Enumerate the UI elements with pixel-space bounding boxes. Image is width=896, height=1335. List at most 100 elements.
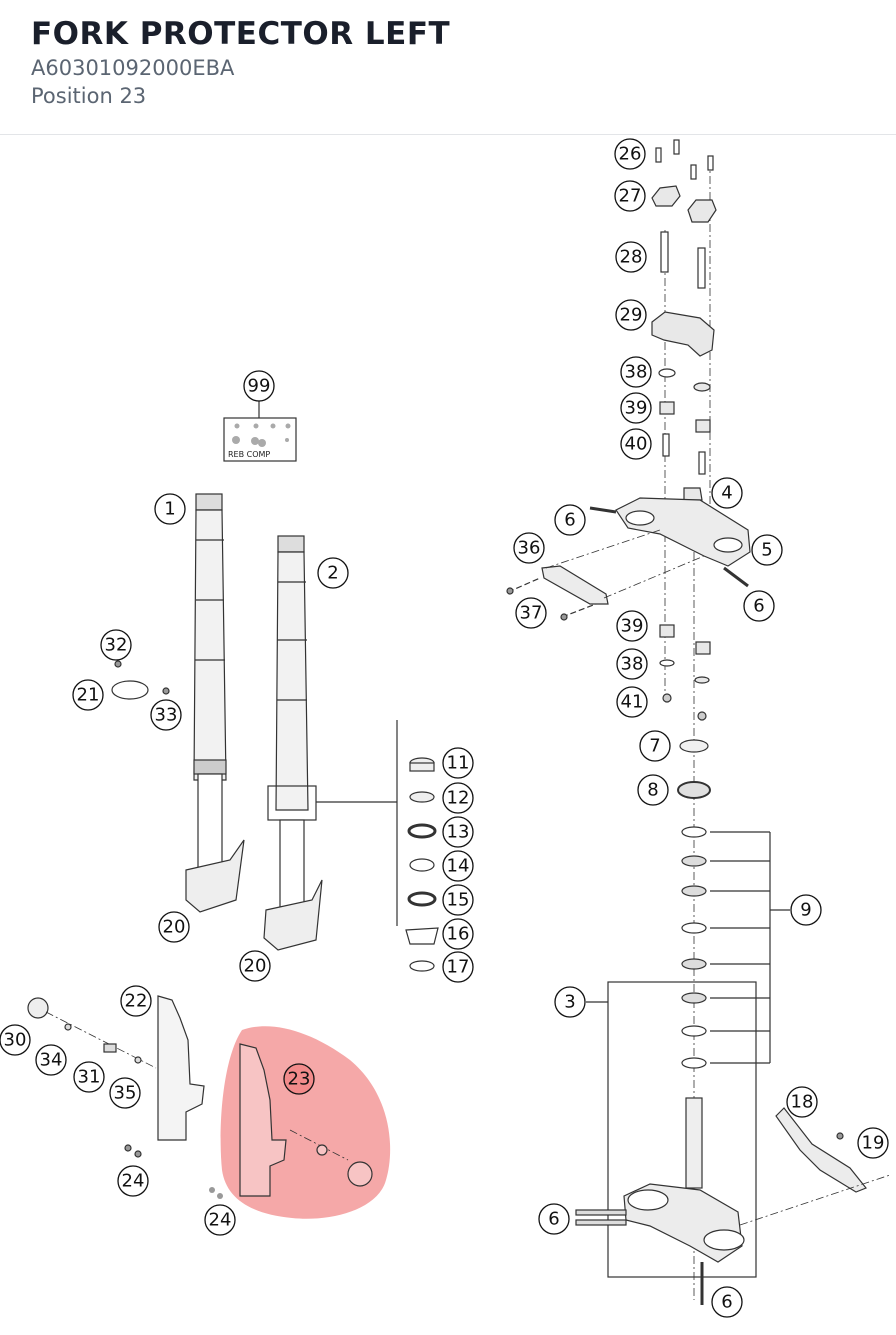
callout-circle: [554, 504, 586, 536]
callout-29[interactable]: 29: [615, 299, 647, 331]
callout-17[interactable]: 17: [442, 951, 474, 983]
callout-30[interactable]: 30: [0, 1024, 31, 1056]
callout-99[interactable]: 99: [243, 370, 275, 402]
callout-6[interactable]: 6: [538, 1203, 570, 1235]
callout-35[interactable]: 35: [109, 1077, 141, 1109]
callout-26[interactable]: 26: [614, 138, 646, 170]
seal-stack: [405, 757, 439, 972]
callout-circle: [317, 557, 349, 589]
callout-36[interactable]: 36: [513, 532, 545, 564]
callout-circle: [620, 428, 652, 460]
callout-16[interactable]: 16: [442, 918, 474, 950]
header: FORK PROTECTOR LEFT A60301092000EBA Posi…: [0, 0, 896, 135]
callout-circle: [442, 782, 474, 814]
callout-21[interactable]: 21: [72, 679, 104, 711]
callout-12[interactable]: 12: [442, 782, 474, 814]
fork-protector-23: [239, 1043, 373, 1197]
callout-40[interactable]: 40: [620, 428, 652, 460]
spacer-stack-9: [681, 826, 707, 1069]
callout-4[interactable]: 4: [711, 477, 743, 509]
part-number: A60301092000EBA: [31, 56, 235, 80]
callout-circle: [616, 648, 648, 680]
callout-6[interactable]: 6: [711, 1286, 743, 1318]
callout-circle: [639, 730, 671, 762]
callout-27[interactable]: 27: [614, 180, 646, 212]
callout-33[interactable]: 33: [150, 699, 182, 731]
callout-41[interactable]: 41: [616, 686, 648, 718]
callout-circle: [35, 1044, 67, 1076]
callout-circle: [786, 1086, 818, 1118]
callout-label: 1: [164, 499, 175, 520]
callout-circle: [554, 986, 586, 1018]
callout-circle: [0, 1024, 31, 1056]
callout-34[interactable]: 34: [35, 1044, 67, 1076]
callout-15[interactable]: 15: [442, 884, 474, 916]
callout-9[interactable]: 9: [790, 894, 822, 926]
callout-label: 39: [625, 398, 648, 419]
callout-19[interactable]: 19: [857, 1127, 889, 1159]
page-title: FORK PROTECTOR LEFT: [31, 16, 451, 52]
callout-8[interactable]: 8: [637, 774, 669, 806]
callout-37[interactable]: 37: [515, 597, 547, 629]
callout-1[interactable]: 1: [154, 493, 186, 525]
callout-label: 24: [122, 1171, 145, 1192]
callout-label: 33: [155, 705, 178, 726]
callout-circle: [442, 951, 474, 983]
callout-5[interactable]: 5: [751, 534, 783, 566]
callout-circle: [442, 850, 474, 882]
callout-circle: [283, 1063, 315, 1095]
callout-3[interactable]: 3: [554, 986, 586, 1018]
callout-circle: [857, 1127, 889, 1159]
callout-31[interactable]: 31: [73, 1061, 105, 1093]
callout-label: 39: [621, 616, 644, 637]
callout-28[interactable]: 28: [615, 241, 647, 273]
callout-circle: [743, 590, 775, 622]
callout-circle: [117, 1165, 149, 1197]
callout-label: 8: [647, 780, 658, 801]
callout-label: 30: [4, 1030, 27, 1051]
fork-leg-2: [263, 535, 323, 951]
kit-box-99: [223, 417, 297, 462]
callout-label: 24: [209, 1210, 232, 1231]
callout-22[interactable]: 22: [120, 985, 152, 1017]
callout-20[interactable]: 20: [239, 950, 271, 982]
callout-circle: [204, 1204, 236, 1236]
callout-11[interactable]: 11: [442, 747, 474, 779]
callout-circle: [616, 686, 648, 718]
callout-38[interactable]: 38: [620, 356, 652, 388]
callout-13[interactable]: 13: [442, 816, 474, 848]
callout-circle: [620, 356, 652, 388]
callout-label: 4: [721, 483, 732, 504]
callout-6[interactable]: 6: [743, 590, 775, 622]
callout-label: 6: [753, 596, 764, 617]
callout-circle: [150, 699, 182, 731]
callout-circle: [73, 1061, 105, 1093]
callout-6[interactable]: 6: [554, 504, 586, 536]
callout-24[interactable]: 24: [117, 1165, 149, 1197]
callout-label: 16: [447, 924, 470, 945]
callout-circle: [72, 679, 104, 711]
callout-32[interactable]: 32: [100, 629, 132, 661]
callout-39[interactable]: 39: [616, 610, 648, 642]
callout-38[interactable]: 38: [616, 648, 648, 680]
callout-circle: [100, 629, 132, 661]
callout-18[interactable]: 18: [786, 1086, 818, 1118]
bracket-18: [775, 1107, 867, 1193]
callout-2[interactable]: 2: [317, 557, 349, 589]
callout-20[interactable]: 20: [158, 911, 190, 943]
callout-24[interactable]: 24: [204, 1204, 236, 1236]
callout-label: 41: [621, 692, 644, 713]
callout-39[interactable]: 39: [620, 392, 652, 424]
callout-23[interactable]: 23: [283, 1063, 315, 1095]
callout-circle: [616, 610, 648, 642]
callout-label: 26: [619, 144, 642, 165]
callout-14[interactable]: 14: [442, 850, 474, 882]
callout-label: 13: [447, 822, 470, 843]
callout-7[interactable]: 7: [639, 730, 671, 762]
callout-circle: [711, 477, 743, 509]
callout-label: 28: [620, 247, 643, 268]
callout-circle: [620, 392, 652, 424]
callout-label: 15: [447, 890, 470, 911]
callout-label: 11: [447, 753, 470, 774]
bolts-26: [655, 139, 714, 180]
